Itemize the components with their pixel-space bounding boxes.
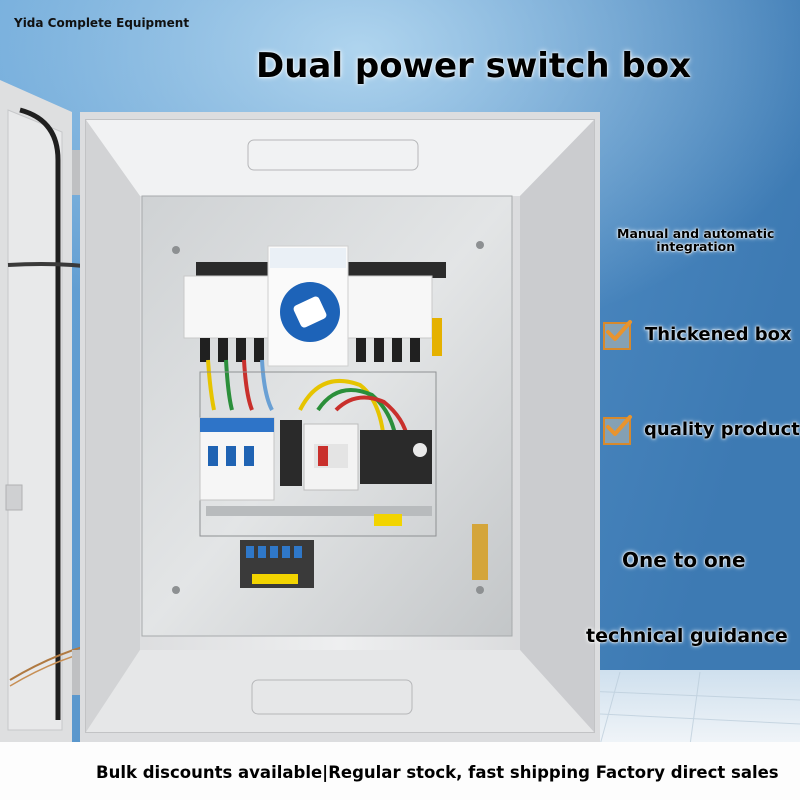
wiring — [206, 359, 410, 441]
footer-text: Bulk discounts available|Regular stock, … — [96, 763, 779, 782]
feature-manual-line2: integration — [656, 239, 736, 254]
feature-technical-guidance: technical guidance — [586, 625, 788, 647]
terminal-block — [240, 524, 488, 588]
feature-quality-product: quality product — [644, 419, 800, 440]
feature-manual-automatic: Manual and automatic integration — [617, 227, 774, 253]
brand-name: Yida Complete Equipment — [14, 16, 190, 30]
rotary-switch-knob — [280, 282, 340, 342]
cabinet-door — [0, 80, 162, 742]
feature-thickened-box: Thickened box — [645, 324, 792, 345]
feature-manual-line1: Manual and automatic — [617, 226, 775, 241]
footer-banner: Bulk discounts available|Regular stock, … — [0, 742, 800, 800]
din-rail-components — [199, 371, 437, 537]
checkbox-check-icon — [603, 320, 632, 350]
transfer-switch — [183, 245, 446, 367]
checkbox-check-icon — [603, 415, 632, 445]
page-title: Dual power switch box — [256, 46, 692, 86]
feature-one-to-one: One to one — [622, 548, 746, 572]
